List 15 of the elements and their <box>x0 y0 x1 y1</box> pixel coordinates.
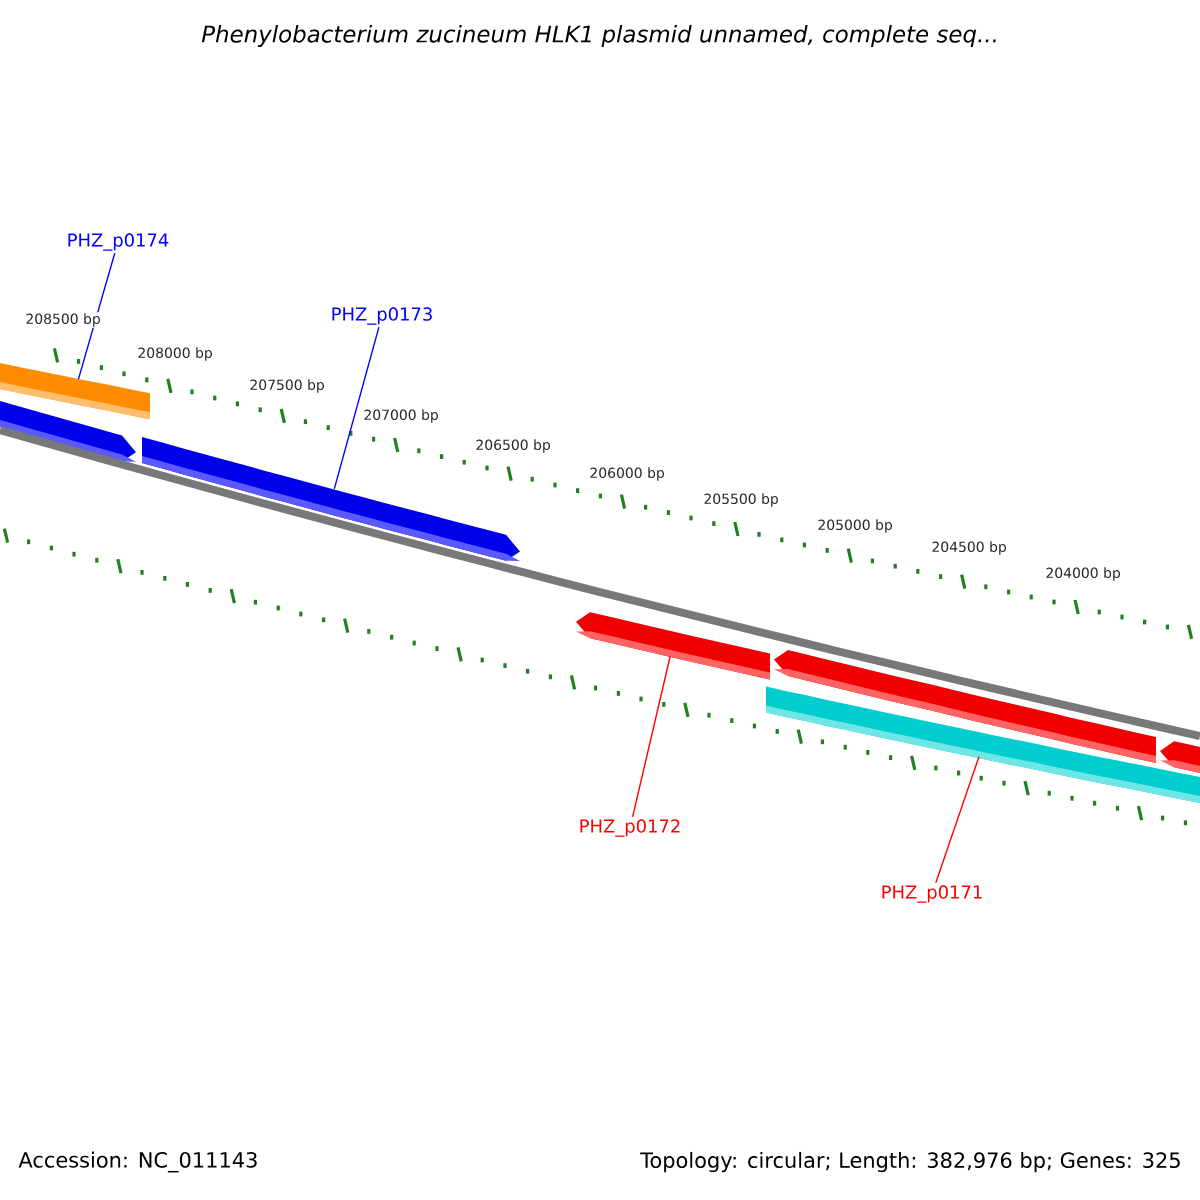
leader-line <box>333 326 380 490</box>
backbone-bar <box>0 426 1200 740</box>
gene-feature <box>0 401 136 462</box>
footer-text: Accession: NC_011143 <box>18 1151 257 1173</box>
gene-feature <box>766 686 1200 803</box>
gene-feature <box>1160 741 1200 773</box>
title: Phenylobacterium zucineum HLK1 plasmid unnamed, complete seq... <box>201 24 996 48</box>
gene-label: PHZ_p0172 <box>580 819 680 837</box>
leader-line <box>935 756 980 884</box>
gene-label: PHZ_p0174 <box>68 233 169 251</box>
footer-text: Topology: circular; Length: 382,976 bp; Genes: 325 <box>640 1151 1180 1173</box>
leader-line <box>631 655 671 818</box>
leader-line <box>77 252 116 380</box>
gene-label: PHZ_p0171 <box>882 885 982 903</box>
gene-label: PHZ_p0173 <box>332 307 432 325</box>
